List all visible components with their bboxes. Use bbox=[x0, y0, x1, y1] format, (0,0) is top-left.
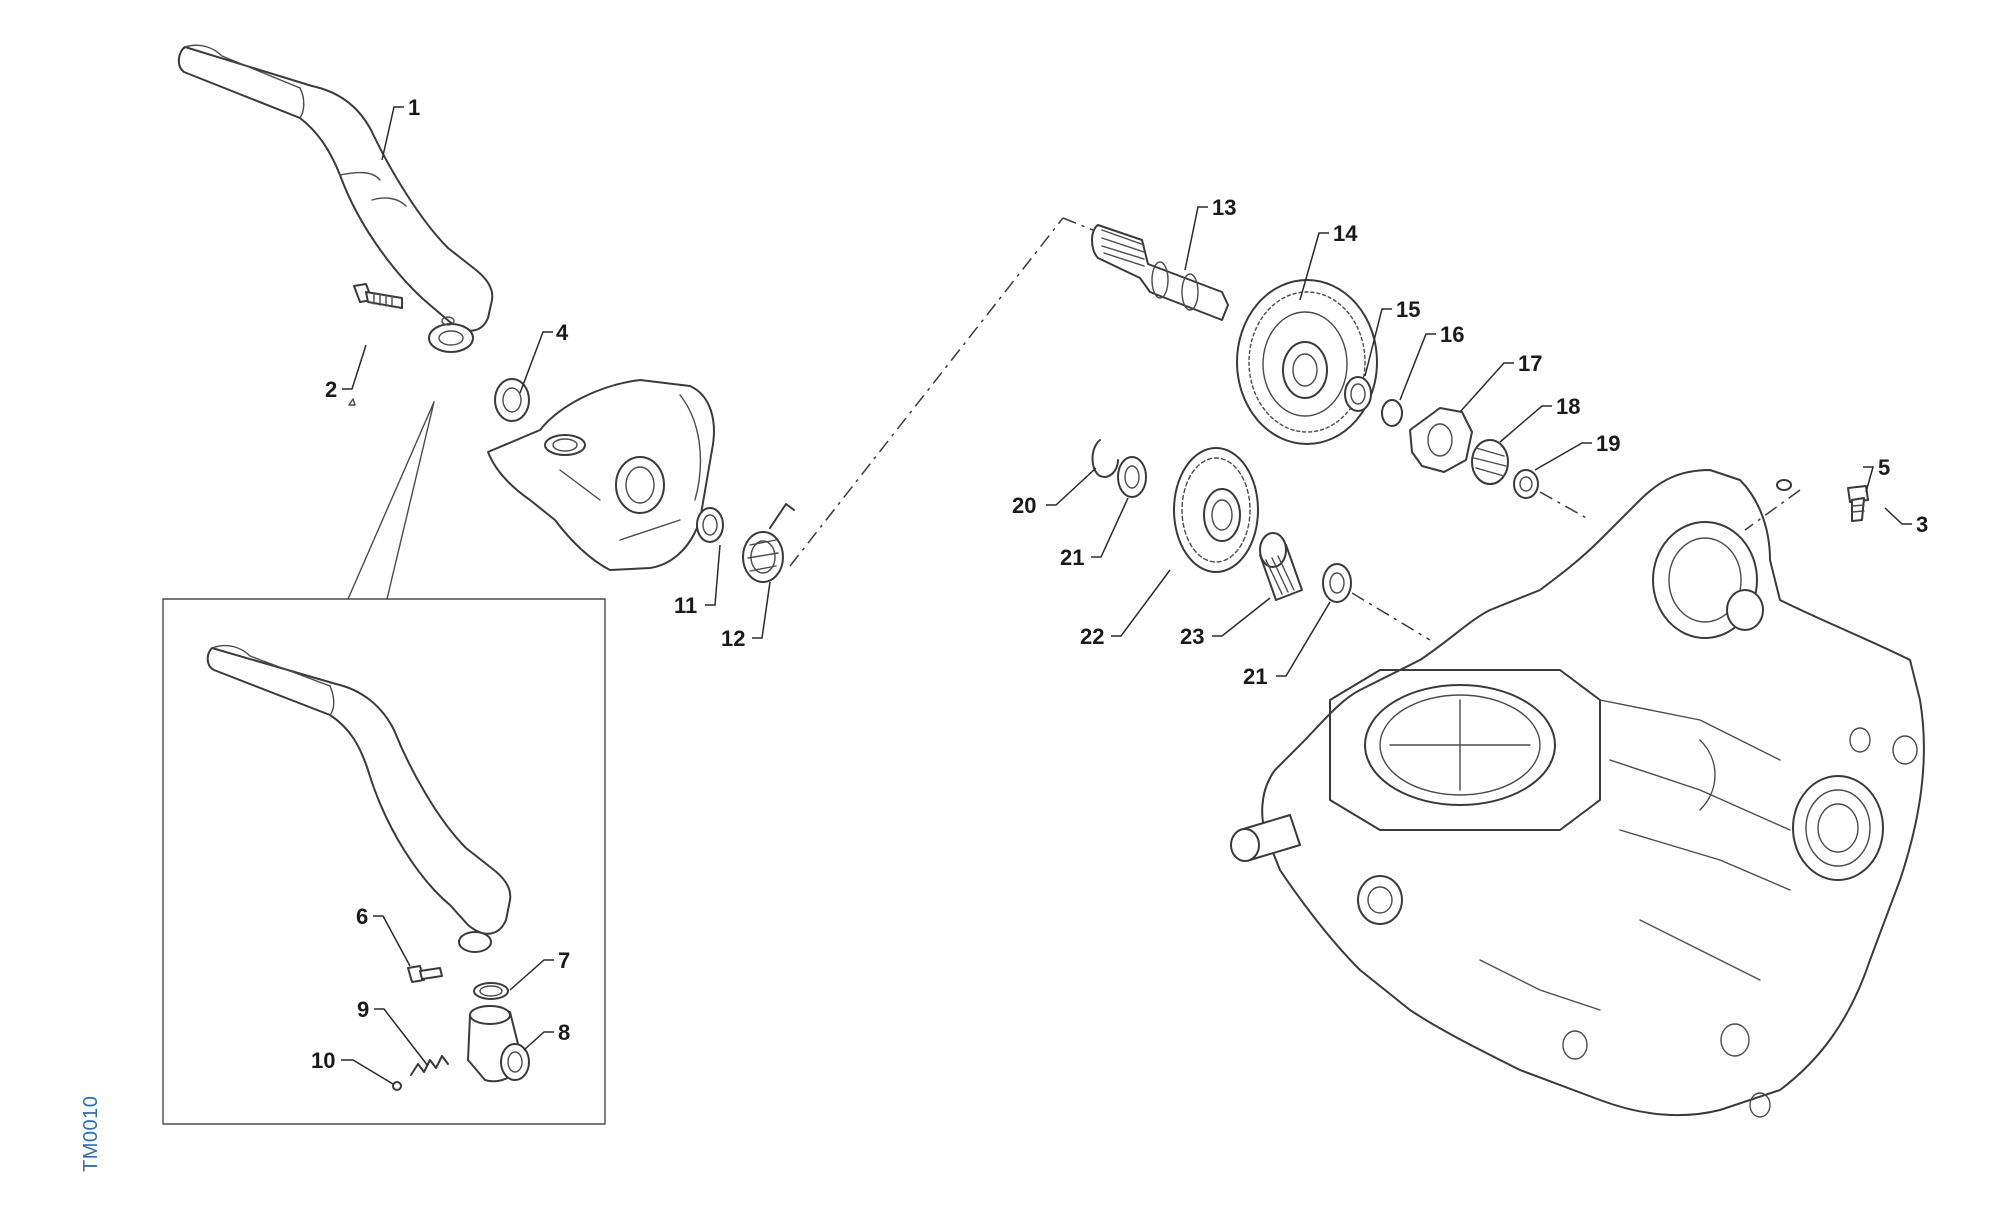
document-code: TM0010 bbox=[80, 1095, 102, 1172]
assembly-axis-left bbox=[789, 217, 1064, 567]
callout-11: 11 bbox=[674, 593, 697, 618]
bolt-2 bbox=[353, 283, 403, 309]
kick-cover bbox=[487, 379, 715, 571]
callout-13: 13 bbox=[1212, 195, 1236, 220]
callout-16: 16 bbox=[1440, 322, 1464, 347]
circlip-16 bbox=[1381, 399, 1403, 427]
detail-box-frame bbox=[162, 598, 606, 1125]
idler-gear-22 bbox=[1173, 447, 1259, 573]
circlip-20 bbox=[1091, 439, 1119, 478]
callout-7: 7 bbox=[558, 948, 570, 973]
callout-19: 19 bbox=[1596, 431, 1620, 456]
kick-shaft-13 bbox=[1091, 224, 1229, 321]
kick-lever-variant bbox=[206, 644, 512, 953]
ball-10 bbox=[392, 1081, 402, 1091]
washer-21-top bbox=[1117, 456, 1147, 498]
needle-bearing-23 bbox=[1259, 532, 1303, 601]
callout-10: 10 bbox=[311, 1048, 335, 1073]
spring-9 bbox=[410, 1055, 449, 1076]
washer-3 bbox=[1776, 479, 1792, 491]
callout-1: 1 bbox=[408, 95, 420, 120]
ratchet-17 bbox=[1409, 407, 1473, 473]
callout-12: 12 bbox=[721, 626, 745, 651]
kick-gear-14 bbox=[1236, 279, 1378, 445]
callout-3: 3 bbox=[1916, 512, 1928, 537]
callout-17: 17 bbox=[1518, 351, 1542, 376]
screw-6 bbox=[407, 965, 443, 983]
callout-15: 15 bbox=[1396, 297, 1420, 322]
washer-21-bottom bbox=[1322, 563, 1352, 603]
callout-23: 23 bbox=[1180, 624, 1204, 649]
o-ring-7 bbox=[473, 982, 509, 1000]
spring-18 bbox=[1471, 439, 1509, 485]
callout-5: 5 bbox=[1878, 455, 1890, 480]
oil-screw-5 bbox=[1847, 485, 1869, 522]
callout-2: 2 bbox=[325, 377, 337, 402]
assembly-axis-right bbox=[1539, 491, 1591, 521]
leader-lines bbox=[341, 106, 1912, 1085]
kick-lever-main bbox=[177, 44, 494, 353]
spring-12 bbox=[742, 503, 795, 583]
detail-connector bbox=[347, 401, 435, 600]
callout-9: 9 bbox=[357, 997, 369, 1022]
callout-22: 22 bbox=[1080, 624, 1104, 649]
callout-18: 18 bbox=[1556, 394, 1580, 419]
washer-19 bbox=[1513, 469, 1539, 499]
callout-21-top: 21 bbox=[1060, 545, 1084, 570]
callout-6: 6 bbox=[356, 904, 368, 929]
seal-4 bbox=[494, 378, 530, 422]
callout-14: 14 bbox=[1333, 221, 1358, 246]
callout-8: 8 bbox=[558, 1020, 570, 1045]
washer-15 bbox=[1344, 376, 1372, 412]
engine-crankcase bbox=[1230, 469, 1925, 1118]
callout-20: 20 bbox=[1012, 493, 1036, 518]
pivot-8 bbox=[467, 1005, 530, 1083]
callout-21-bottom: 21 bbox=[1243, 664, 1267, 689]
bushing-11 bbox=[696, 507, 724, 543]
callout-4: 4 bbox=[556, 320, 569, 345]
